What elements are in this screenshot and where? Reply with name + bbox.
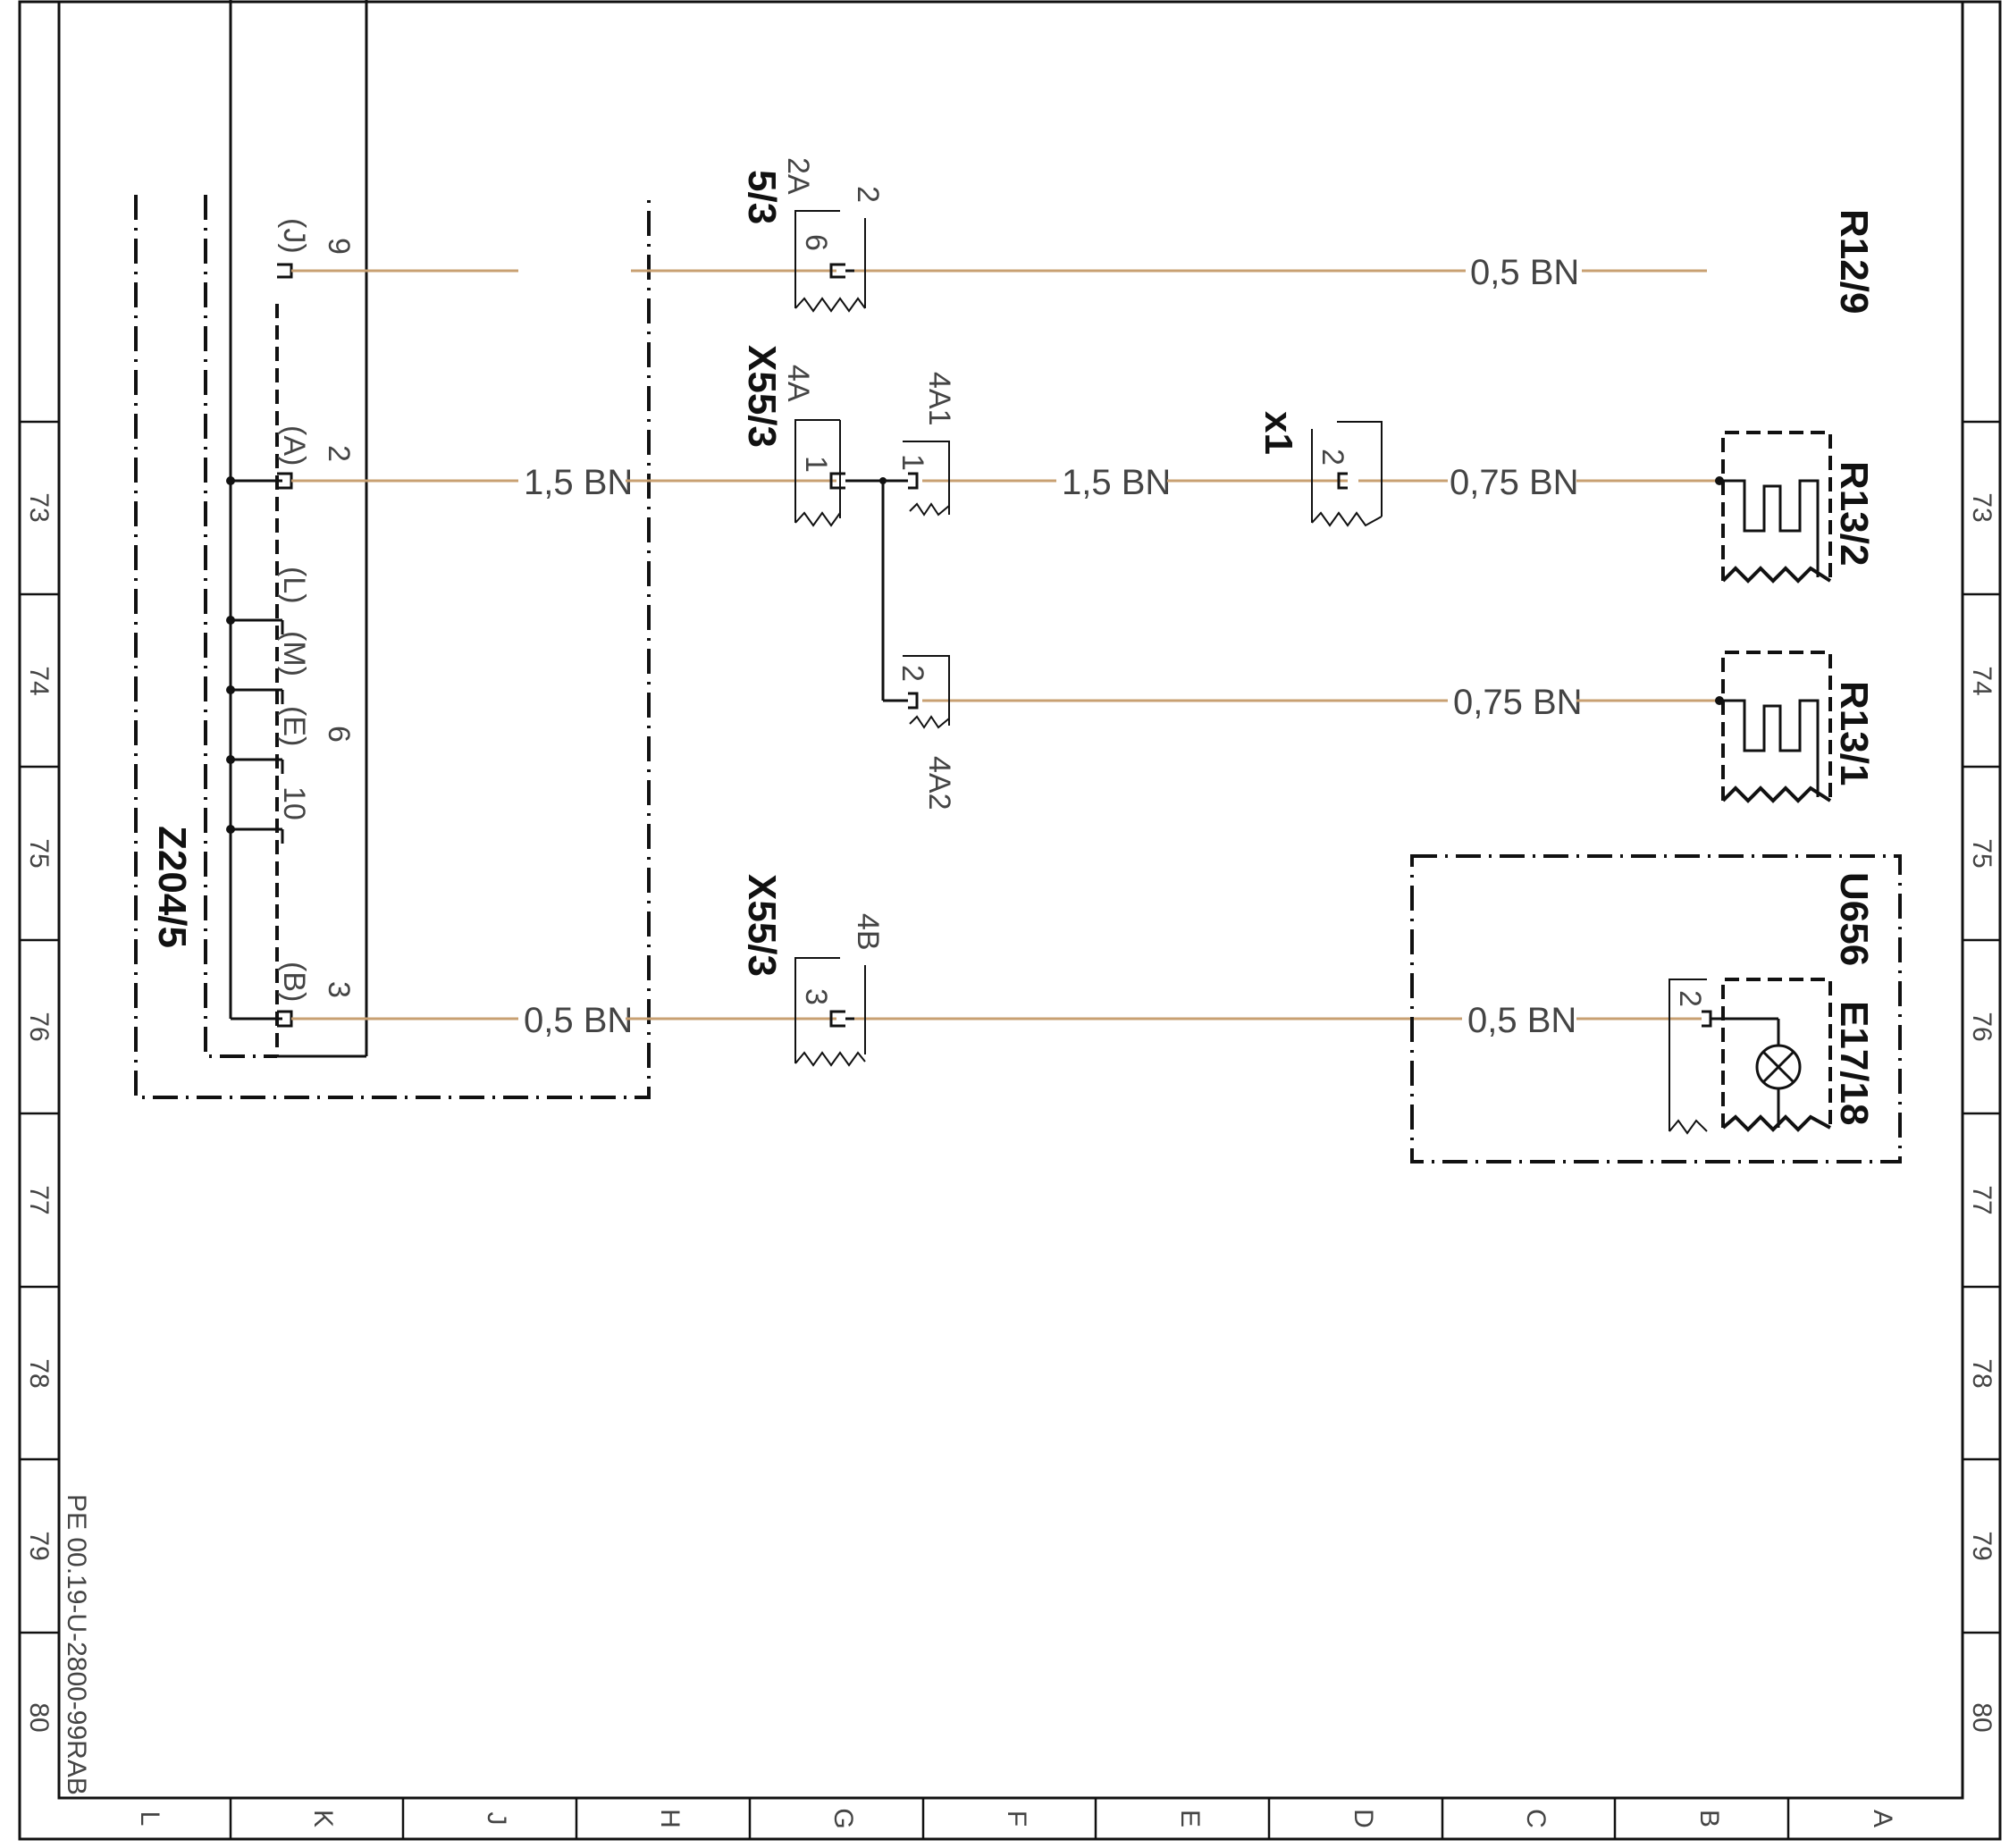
outer-border bbox=[18, 0, 2002, 1841]
e17-18-label: E17/18 bbox=[1832, 1001, 1876, 1125]
row-label-left: 77 bbox=[24, 1185, 54, 1214]
pin-number: 3 bbox=[322, 981, 356, 998]
pin-label: (L) bbox=[277, 567, 311, 604]
row-label-left: 76 bbox=[24, 1012, 54, 1041]
z204-5-module bbox=[134, 0, 651, 1099]
bottom-grid-ticks bbox=[229, 1798, 1790, 1839]
connector-label: X55/3 bbox=[740, 874, 784, 977]
col-label: G bbox=[828, 1808, 858, 1828]
connector-x55-3-top bbox=[794, 210, 866, 313]
pin-number: 9 bbox=[322, 238, 356, 255]
connector-label: x1 bbox=[1257, 411, 1300, 455]
pin-number: 1 bbox=[799, 456, 833, 473]
pin-label: (E) bbox=[277, 706, 311, 746]
pin-number: 2 bbox=[322, 445, 356, 462]
row-label-right: 79 bbox=[1967, 1531, 1996, 1560]
wire-label: 0,75 BN bbox=[1450, 463, 1579, 502]
u656-module bbox=[1410, 854, 1902, 1163]
document-code: PE 00.19-U-2800-99RAB bbox=[62, 1494, 91, 1795]
wire-label: 1,5 BN bbox=[524, 463, 633, 502]
row-label-left: 79 bbox=[24, 1531, 54, 1560]
connector-pin: 2A bbox=[781, 157, 815, 195]
connector-x55-3-mid bbox=[794, 419, 894, 527]
row-label-right: 75 bbox=[1967, 838, 1996, 868]
wire-label: 0,5 BN bbox=[524, 1001, 633, 1040]
splice-label: 4A2 bbox=[922, 756, 956, 811]
pin-label: 10 bbox=[277, 786, 311, 820]
col-label: F bbox=[1002, 1810, 1031, 1827]
row-label-left: 75 bbox=[24, 838, 54, 868]
pin-number: 2 bbox=[1316, 449, 1349, 466]
col-label: D bbox=[1349, 1809, 1378, 1828]
connector-label: 5/3 bbox=[740, 170, 784, 224]
row-label-left: 80 bbox=[24, 1702, 54, 1732]
col-label: H bbox=[655, 1809, 685, 1828]
col-label: K bbox=[308, 1810, 338, 1827]
col-label: C bbox=[1521, 1809, 1551, 1828]
row-label-right: 76 bbox=[1967, 1012, 1996, 1041]
pin-number: 2 bbox=[895, 665, 929, 682]
row-label-right: 78 bbox=[1967, 1358, 1996, 1388]
pin-number: 1 bbox=[895, 454, 929, 471]
connector-label: X55/3 bbox=[740, 345, 784, 448]
row-label-right: 80 bbox=[1967, 1702, 1996, 1732]
pin-number: 6 bbox=[799, 234, 833, 251]
inner-border bbox=[57, 0, 1964, 1800]
pin-label: (A) bbox=[277, 425, 311, 466]
row-label-left: 74 bbox=[24, 666, 54, 695]
pin-label: (B) bbox=[277, 962, 311, 1002]
row-label-left: 78 bbox=[24, 1358, 54, 1388]
right-grid-ticks bbox=[1963, 420, 2000, 1634]
col-label: A bbox=[1868, 1810, 1897, 1827]
pin-label: (J) bbox=[277, 218, 311, 254]
row-label-right: 74 bbox=[1967, 666, 1996, 695]
r13-1-heater bbox=[1715, 651, 1832, 803]
r13-2-label: R13/2 bbox=[1832, 461, 1876, 566]
col-label: L bbox=[135, 1811, 164, 1827]
wire-label: 1,5 BN bbox=[1062, 463, 1171, 502]
wire-label: 0,5 BN bbox=[1467, 1001, 1576, 1040]
row-label-left: 73 bbox=[24, 492, 54, 522]
left-grid-ticks bbox=[20, 420, 59, 1634]
r12-9-label: R12/9 bbox=[1832, 209, 1876, 314]
pin-number: 6 bbox=[322, 726, 356, 743]
row-label-right: 73 bbox=[1967, 492, 1996, 522]
connector-x1 bbox=[1311, 421, 1383, 527]
wire-label: 0,5 BN bbox=[1470, 253, 1579, 292]
pin-number: 2 bbox=[1673, 990, 1707, 1007]
connector-x55-3-bot bbox=[794, 957, 866, 1067]
col-label: J bbox=[482, 1812, 511, 1826]
splice-4a bbox=[879, 441, 950, 729]
splice-label: 4A1 bbox=[922, 372, 956, 426]
z204-5-label: Z204/5 bbox=[150, 826, 194, 948]
connector-pin: 4A bbox=[781, 365, 815, 402]
col-label: B bbox=[1694, 1810, 1724, 1827]
wire-label: 0,75 BN bbox=[1453, 683, 1583, 722]
r13-2-heater bbox=[1715, 431, 1832, 584]
connector-pin: 4B bbox=[851, 913, 885, 951]
u656-label: U656 bbox=[1832, 872, 1876, 966]
pin-number: 3 bbox=[799, 988, 833, 1005]
row-label-right: 77 bbox=[1967, 1185, 1996, 1214]
pin-label: (M) bbox=[277, 631, 311, 676]
col-label: E bbox=[1175, 1810, 1205, 1827]
connector-pin: 2 bbox=[851, 186, 885, 203]
r13-1-label: R13/1 bbox=[1832, 681, 1876, 785]
